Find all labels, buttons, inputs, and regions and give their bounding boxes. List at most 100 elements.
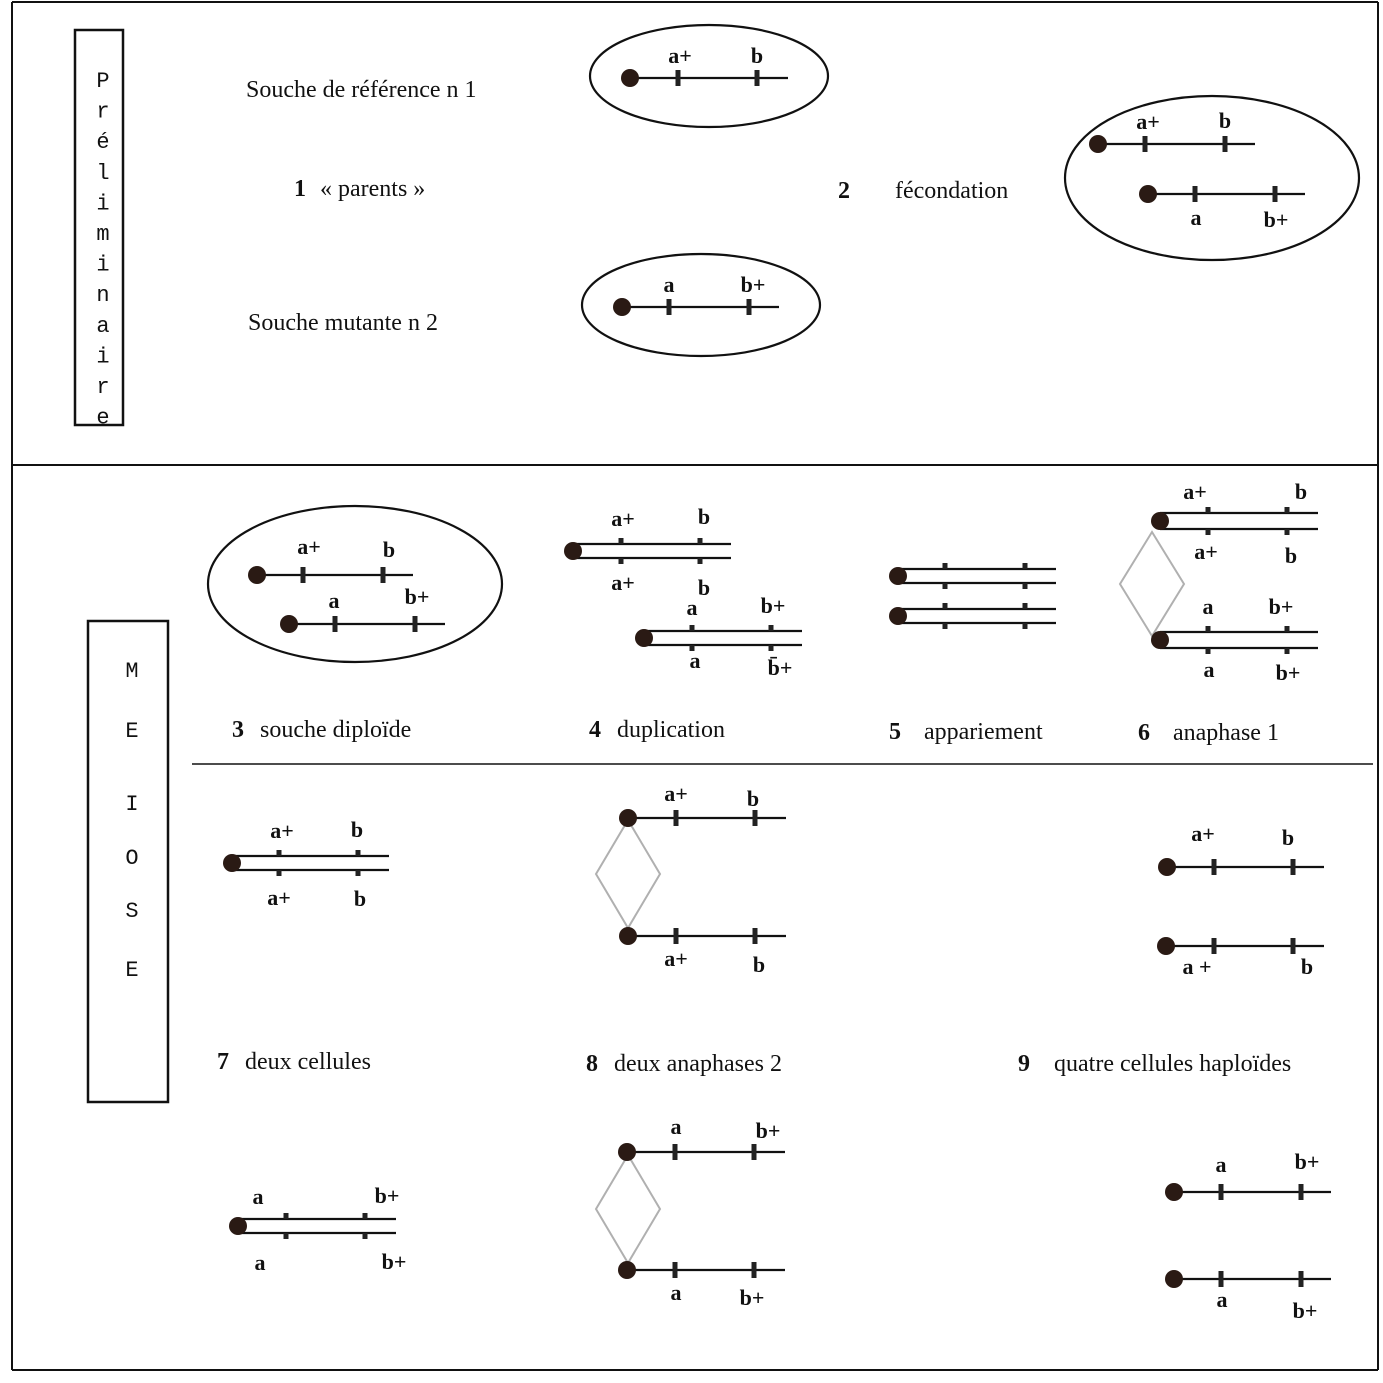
allele-label: a [671, 1114, 682, 1139]
duplicated-chromosome [223, 850, 389, 876]
locus-mark [673, 928, 679, 944]
meiose-letter: O [125, 846, 138, 871]
locus-mark [746, 299, 752, 315]
locus-mark [1022, 623, 1028, 629]
svg-text:fécondation: fécondation [895, 178, 1008, 204]
locus-mark [618, 558, 624, 564]
locus-mark [362, 1213, 368, 1219]
chromosome [1157, 937, 1324, 955]
allele-label: b+ [756, 1118, 781, 1143]
duplicated-chromosome [889, 563, 1056, 589]
allele-label: a [1191, 205, 1202, 230]
centromere [621, 69, 639, 87]
allele-label: b+ [1293, 1298, 1318, 1323]
locus-mark [672, 1144, 678, 1160]
allele-label: a+ [664, 946, 688, 971]
caption-6: 6 anaphase 1 [1138, 720, 1279, 746]
allele-label: a+ [664, 781, 688, 806]
allele-label: b [1301, 954, 1313, 979]
prelim-letter: P [96, 69, 109, 94]
centromere [1089, 135, 1107, 153]
locus-mark [1211, 938, 1217, 954]
locus-mark [300, 567, 306, 583]
allele-label: a [690, 648, 701, 673]
chromosome [621, 69, 788, 87]
allele-label: b+ [405, 584, 430, 609]
centromere [619, 809, 637, 827]
locus-mark [276, 870, 282, 876]
allele-label: b+ [1295, 1149, 1320, 1174]
chromosomes [223, 69, 1331, 1288]
locus-mark [380, 567, 386, 583]
svg-text:8: 8 [586, 1051, 598, 1077]
centromere [248, 566, 266, 584]
allele-label: a+ [1183, 479, 1207, 504]
allele-label: a+ [297, 534, 321, 559]
locus-mark [276, 850, 282, 856]
allele-label: b+ [761, 593, 786, 618]
allele-label: b [1295, 479, 1307, 504]
locus-mark [1284, 626, 1290, 632]
locus-mark [754, 70, 760, 86]
prelim-letter: i [96, 191, 109, 216]
meiose-letter: M [125, 659, 138, 684]
allele-label: b [383, 537, 395, 562]
chromosome [1158, 858, 1324, 876]
duplicated-chromosome [635, 625, 802, 651]
allele-label: a [1216, 1152, 1227, 1177]
locus-mark [697, 558, 703, 564]
chromosome [1165, 1270, 1331, 1288]
locus-mark [1022, 583, 1028, 589]
svg-text:duplication: duplication [617, 717, 725, 743]
svg-text:« parents »: « parents » [320, 176, 425, 202]
locus-mark [1022, 603, 1028, 609]
meiose-box [86, 619, 170, 1104]
svg-text:6: 6 [1138, 720, 1150, 746]
locus-mark [675, 70, 681, 86]
chromosome [1089, 135, 1255, 153]
locus-mark [1211, 859, 1217, 875]
prelim-letter: r [96, 375, 109, 400]
svg-text:7: 7 [217, 1049, 229, 1075]
duplicated-chromosome [1151, 626, 1318, 654]
locus-mark [768, 625, 774, 631]
caption-5: 5 appariement [889, 719, 1043, 745]
locus-mark [412, 616, 418, 632]
locus-mark [1205, 529, 1211, 535]
prelim-letter: i [96, 253, 109, 278]
svg-text:1: 1 [294, 176, 306, 202]
allele-label: b [1219, 108, 1231, 133]
caption-9: 9 quatre cellules haploïdes [1018, 1051, 1291, 1077]
svg-text:souche diploïde: souche diploïde [260, 717, 411, 743]
caption-1: 1 « parents » [294, 176, 425, 202]
centromere [229, 1217, 247, 1235]
locus-mark [942, 623, 948, 629]
allele-label: a [1204, 657, 1215, 682]
duplicated-chromosome [889, 603, 1056, 629]
allele-label: b [747, 786, 759, 811]
allele-label: b [1285, 543, 1297, 568]
allele-label: b [753, 952, 765, 977]
svg-text:deux cellules: deux cellules [245, 1049, 371, 1075]
centromere [1151, 631, 1169, 649]
allele-label: b̄+ [768, 655, 793, 680]
centromere [889, 607, 907, 625]
chromosome [619, 927, 786, 945]
locus-mark [332, 616, 338, 632]
zygote-cell [1063, 94, 1361, 262]
allele-label: a [664, 272, 675, 297]
allele-label: b+ [382, 1249, 407, 1274]
parent-cell-2 [580, 252, 822, 358]
centromere [618, 1143, 636, 1161]
locus-mark [689, 625, 695, 631]
centromere [613, 298, 631, 316]
meiose-letter: E [125, 958, 138, 983]
locus-mark [1290, 859, 1296, 875]
locus-mark [1298, 1271, 1304, 1287]
chromosome [618, 1143, 785, 1161]
locus-mark [752, 810, 758, 826]
chromosome [1139, 185, 1305, 203]
diploid-cell [206, 504, 504, 664]
centromere [1165, 1183, 1183, 1201]
